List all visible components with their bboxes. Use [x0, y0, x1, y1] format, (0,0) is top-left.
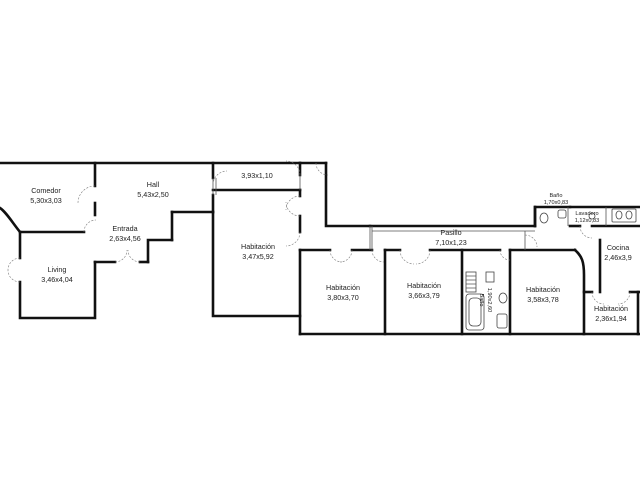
- room-1-name: Hall: [147, 180, 160, 189]
- room-11-name: Baño: [549, 193, 562, 199]
- shower-icon: [485, 271, 495, 283]
- room-10-dims: 3,58x3,78: [527, 295, 559, 304]
- room-12-dims: 1,12x0,83: [575, 218, 600, 224]
- room-13-name: Cocina: [607, 243, 629, 252]
- room-labels: Comedor 5,30x3,03 Hall 5,43x2,50 3,93x1,…: [30, 171, 632, 323]
- sink-icon: [496, 313, 508, 329]
- room-5-name: Habitación: [241, 242, 275, 251]
- room-8-dims: 3,66x3,79: [408, 291, 440, 300]
- room-0-name: Comedor: [31, 186, 61, 195]
- room-10-name: Habitación: [526, 285, 560, 294]
- sink-icon: [557, 209, 567, 219]
- room-12-name: Lavadero: [575, 211, 598, 217]
- room-3-dims: 2,63x4,56: [109, 234, 141, 243]
- room-2-dims: 3,93x1,10: [241, 171, 273, 180]
- room-14-dims: 2,36x1,94: [595, 314, 627, 323]
- room-8-name: Habitación: [407, 281, 441, 290]
- room-3-name: Entrada: [112, 224, 137, 233]
- room-4-dims: 3,46x4,04: [41, 275, 73, 284]
- openings: [7, 160, 631, 305]
- room-1-dims: 5,43x2,50: [137, 190, 169, 199]
- room-6-name: Pasillo: [440, 228, 461, 237]
- room-6-dims: 7,10x1,23: [435, 238, 467, 247]
- toilet-icon: [539, 212, 549, 224]
- room-7-dims: 3,80x3,70: [327, 293, 359, 302]
- room-9-name: Baño: [478, 293, 484, 306]
- fixtures: [465, 208, 637, 331]
- room-11-dims: 1,70x0,83: [544, 200, 569, 206]
- walls: [0, 161, 640, 336]
- room-0-dims: 5,30x3,03: [30, 196, 62, 205]
- room-13-dims: 2,46x3,9: [604, 253, 632, 262]
- washer-icon: [588, 212, 596, 220]
- bathtub-icon: [465, 293, 485, 331]
- room-4-name: Living: [48, 265, 67, 274]
- room-7-name: Habitación: [326, 283, 360, 292]
- stairs-icon: [465, 271, 477, 293]
- toilet-icon: [498, 292, 508, 304]
- kitchen-sink-icon: [611, 208, 637, 223]
- room-5-dims: 3,47x5,92: [242, 252, 274, 261]
- room-9-dims: 1,90x2,60: [486, 288, 492, 313]
- room-14-name: Habitación: [594, 304, 628, 313]
